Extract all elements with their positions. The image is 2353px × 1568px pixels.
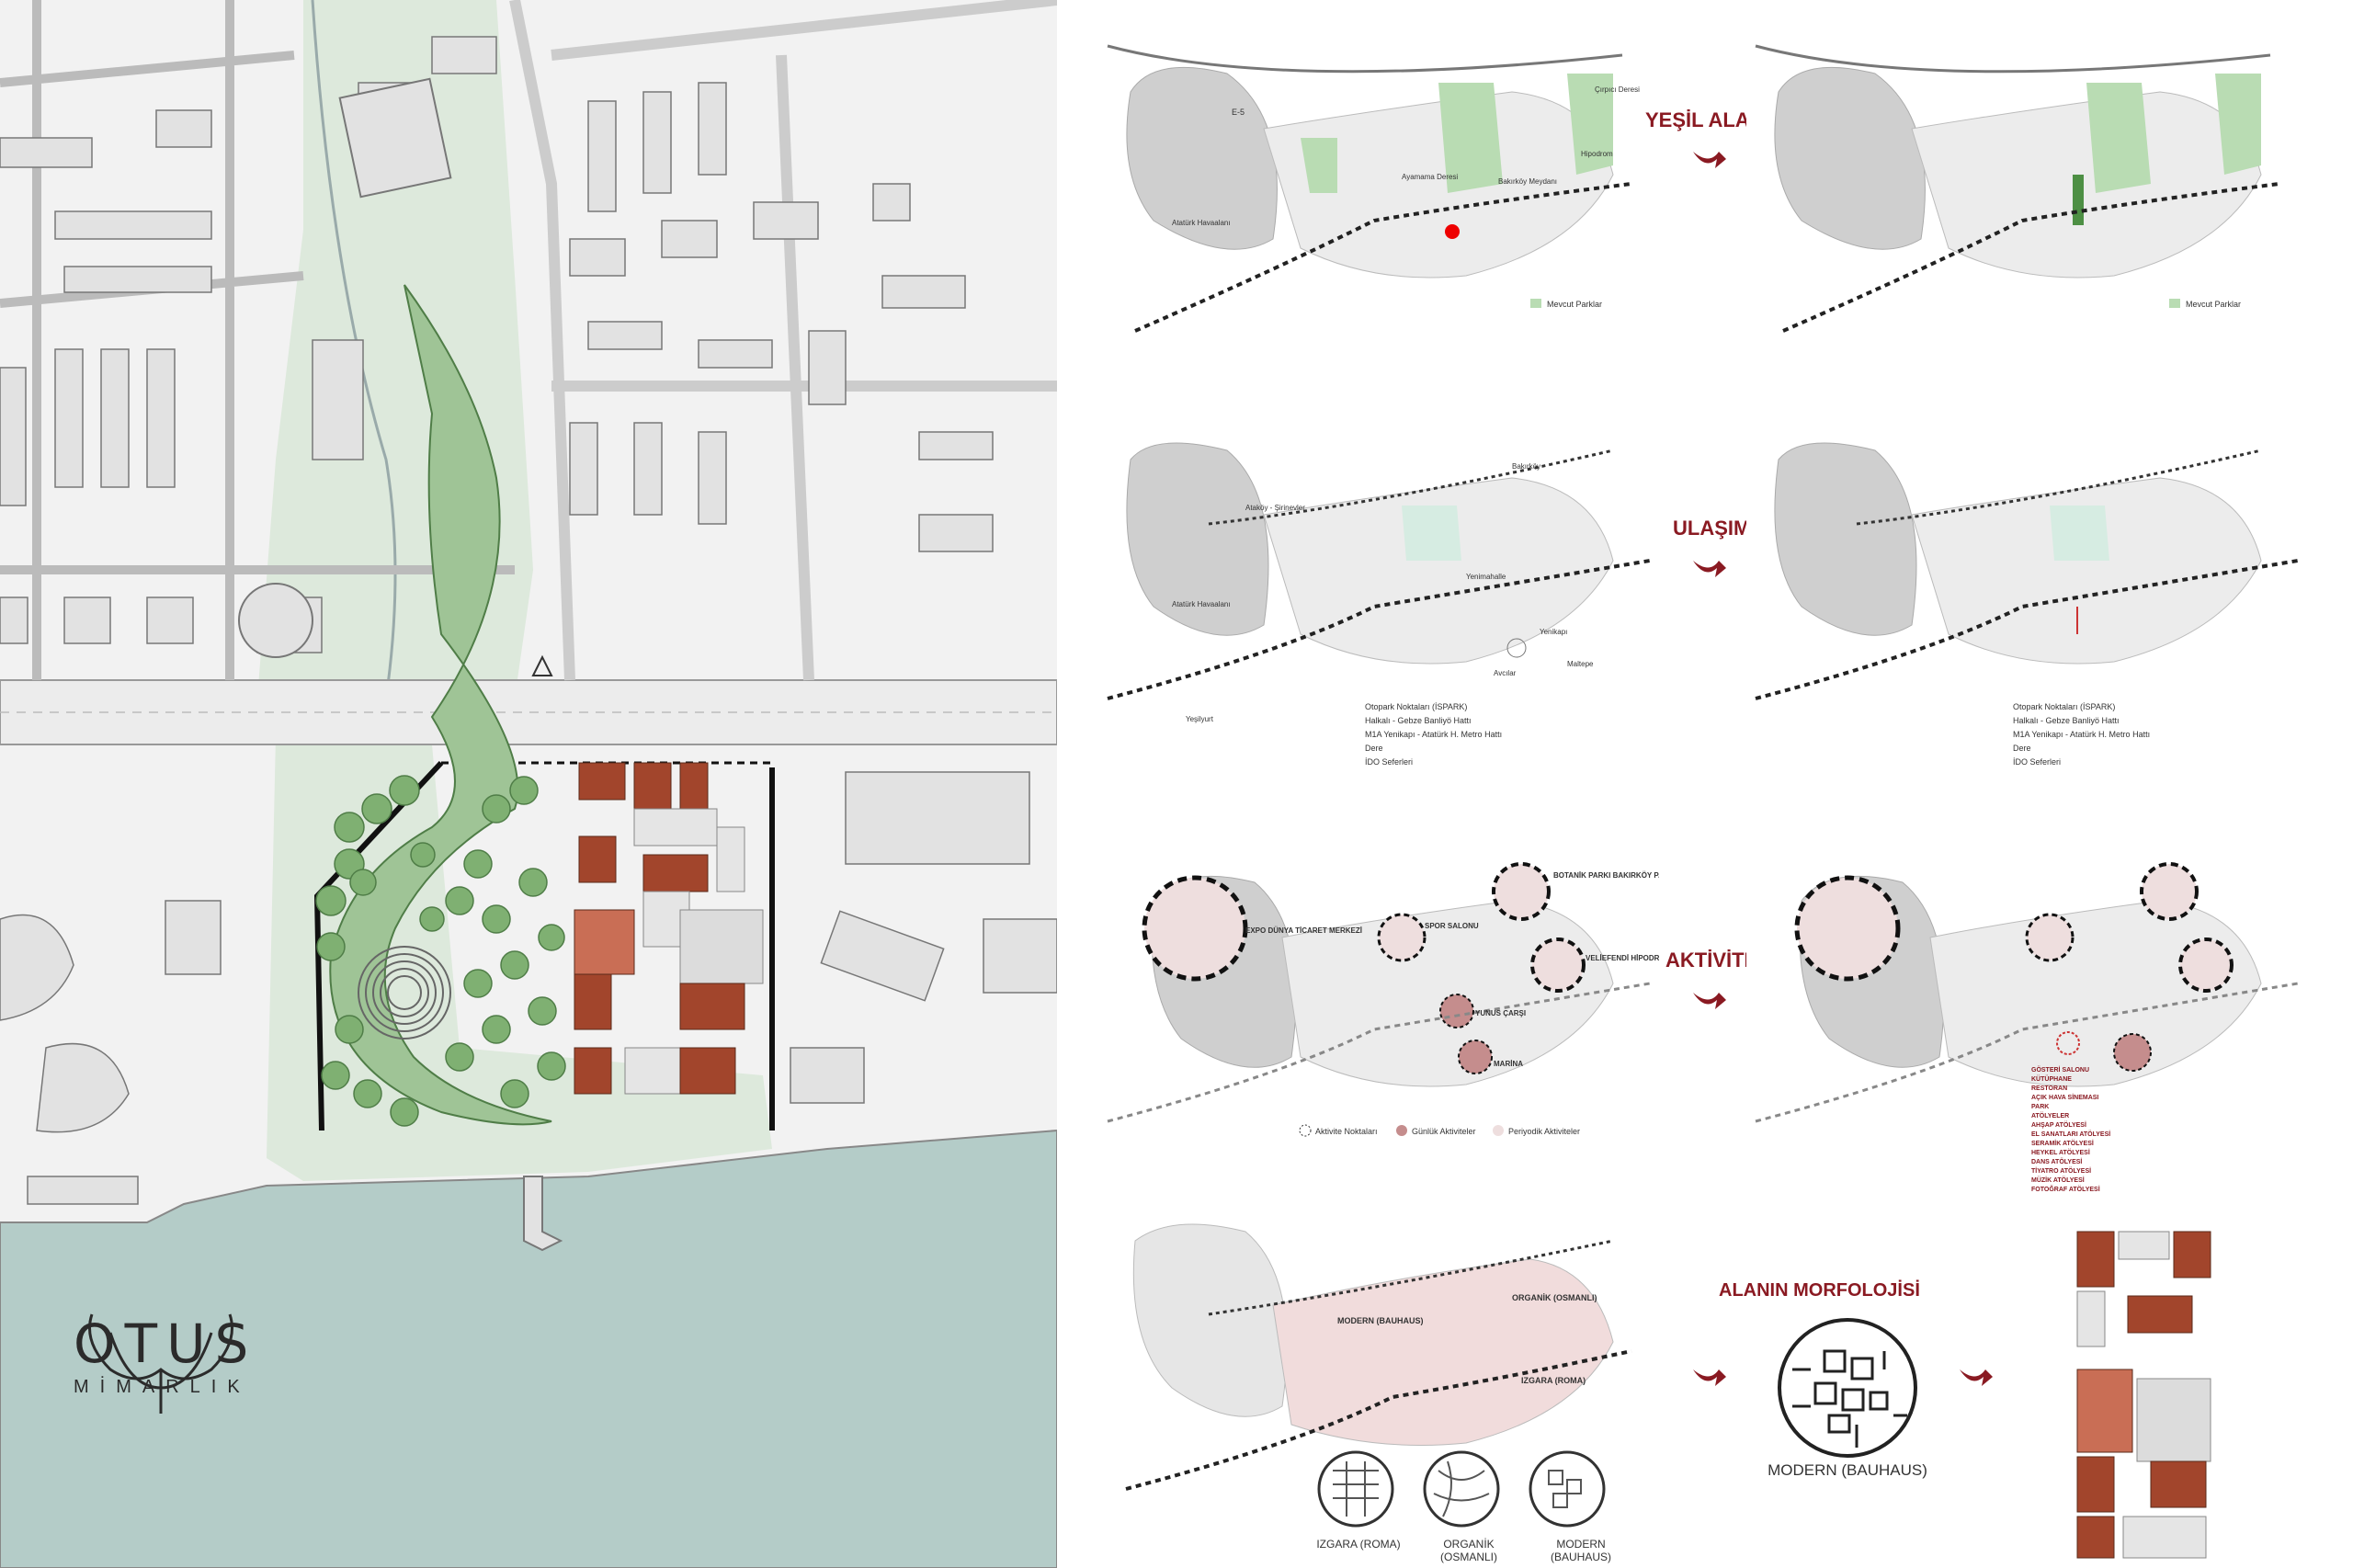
- activity-item: MÜZİK ATÖLYESİ: [2031, 1177, 2085, 1184]
- map-activity-existing: EXPO DÜNYA TİCARET MERKEZİ SPOR SALONU B…: [1098, 846, 1659, 1176]
- heading-activity: AKTİVİTE: [1665, 949, 1758, 971]
- sea: [0, 1129, 1057, 1568]
- legend-transport-3b: Dere: [2013, 744, 2031, 753]
- arrow-right-icon: [1960, 1369, 1993, 1386]
- heading-morphology: ALANIN MORFOLOJİSİ: [1719, 1280, 1920, 1301]
- label-cirpici: Çırpıcı Deresi: [1595, 85, 1640, 94]
- label-airport: Atatürk Havaalanı: [1172, 219, 1231, 227]
- label-yenikapi: Yenikapı: [1540, 628, 1567, 636]
- activity-item: FOTOĞRAF ATÖLYESİ: [2031, 1187, 2100, 1193]
- map-green-proposed: Mevcut Parklar: [1746, 37, 2307, 368]
- activity-item: SERAMİK ATÖLYESİ: [2031, 1141, 2094, 1147]
- activity-item: RESTORAN: [2031, 1085, 2068, 1092]
- activity-item: AHŞAP ATÖLYESİ: [2031, 1122, 2086, 1129]
- otus-logo: OTUS MİMARLIK: [74, 1305, 258, 1414]
- label-marina: MARİNA: [1494, 1060, 1523, 1068]
- site-plan-drawing: [0, 0, 1057, 1568]
- legend-green-text-2: Mevcut Parklar: [2186, 300, 2241, 309]
- label-maltepe: Maltepe: [1567, 660, 1594, 668]
- building-massing-diagram: [2076, 1231, 2211, 1559]
- map-transport-existing: Ataköy - Şirinevler Bakırköy Atatürk Hav…: [1098, 423, 1659, 790]
- label-airport-2: Atatürk Havaalanı: [1172, 600, 1231, 608]
- activity-item: TİYATRO ATÖLYESİ: [2031, 1168, 2092, 1175]
- legend-transport-1b: Halkalı - Gebze Banliyö Hattı: [2013, 716, 2120, 725]
- label-yenimahalle: Yenimahalle: [1466, 573, 1506, 581]
- site-plan: OTUS MİMARLIK: [0, 0, 1057, 1568]
- heading-transport: ULAŞIM: [1673, 517, 1751, 540]
- label-botanik: BOTANİK PARKI BAKIRKÖY PAZARI AVM: [1553, 871, 1659, 880]
- legend-transport-2: M1A Yenikapı - Atatürk H. Metro Hattı: [1365, 730, 1502, 739]
- legend-activity-2: Periyodik Aktiviteler: [1508, 1127, 1580, 1136]
- legend-activity-0: Aktivite Noktaları: [1315, 1127, 1378, 1136]
- trees: [315, 775, 566, 1127]
- label-expo: EXPO DÜNYA TİCARET MERKEZİ: [1245, 926, 1362, 935]
- label-yesilyurt: Yeşilyurt: [1186, 715, 1214, 723]
- label-bakirkoy: Bakırköy: [1512, 462, 1540, 471]
- legend-transport-0: Otopark Noktaları (İSPARK): [1365, 702, 1467, 711]
- map-morphology: MODERN (BAUHAUS) ORGANİK (OSMANLI) IZGAR…: [1117, 1213, 1650, 1553]
- activity-item: HEYKEL ATÖLYESİ: [2031, 1150, 2090, 1156]
- map-transport-proposed: Otopark Noktaları (İSPARK) Halkalı - Geb…: [1746, 423, 2307, 790]
- label-e5: E-5: [1232, 108, 1245, 117]
- legend-transport-1: Halkalı - Gebze Banliyö Hattı: [1365, 716, 1472, 725]
- arrow-right-icon: [1693, 993, 1726, 1009]
- owl-logo-icon: [88, 1313, 233, 1414]
- legend-transport-3: Dere: [1365, 744, 1383, 753]
- building-blocks-left: [0, 109, 364, 653]
- legend-green-text: Mevcut Parklar: [1547, 300, 1602, 309]
- amphitheatre: [358, 946, 451, 1040]
- legend-transport-4: İDO Seferleri: [1365, 757, 1413, 767]
- caption-organik: ORGANİK (OSMANLI): [1439, 1538, 1497, 1563]
- map-green-existing: Mevcut Parklar E-5 Atatürk Havaalanı Aya…: [1098, 37, 1659, 368]
- activity-item: PARK: [2031, 1104, 2050, 1110]
- caption-izgara: IZGARA (ROMA): [1316, 1538, 1401, 1551]
- label-ayamama: Ayamama Deresi: [1402, 173, 1458, 181]
- activity-item: EL SANATLARI ATÖLYESİ: [2031, 1131, 2111, 1138]
- label-bakirkoy-meydani: Bakırköy Meydanı: [1498, 177, 1557, 186]
- label-hipodrom: Hipodrom: [1581, 150, 1613, 158]
- caption-modern: MODERN (BAUHAUS): [1550, 1538, 1611, 1563]
- arrow-right-icon: [1693, 561, 1726, 577]
- legend-activity-1: Günlük Aktiviteler: [1412, 1127, 1476, 1136]
- label-atakoy-sirinevler: Ataköy - Şirinevler: [1245, 504, 1305, 512]
- activity-item: ATÖLYELER: [2031, 1113, 2070, 1119]
- brand-name: OTUS: [74, 1312, 258, 1375]
- label-organik: ORGANİK (OSMANLI): [1512, 1293, 1597, 1302]
- morphology-diagram: [1778, 1318, 1917, 1458]
- label-avcilar: Avcılar: [1494, 669, 1517, 677]
- label-veliefendi: VELİEFENDİ HİPODROMU: [1586, 954, 1659, 962]
- activity-item: KÜTÜPHANE: [2031, 1076, 2072, 1083]
- spiral-walkway: [329, 284, 552, 1126]
- arrow-right-icon: [1693, 152, 1726, 168]
- label-spor: SPOR SALONU: [1425, 922, 1479, 930]
- arrow-right-icon: [1693, 1369, 1726, 1386]
- activity-item: DANS ATÖLYESİ: [2031, 1159, 2083, 1165]
- map-activity-proposed: [1746, 846, 2307, 1176]
- building-complex: [574, 762, 764, 1095]
- label-yunus-carsi: YUNUS ÇARŞI: [1475, 1009, 1526, 1017]
- creek: [311, 0, 397, 699]
- legend-transport-4b: İDO Seferleri: [2013, 757, 2061, 767]
- label-izgara: IZGARA (ROMA): [1521, 1376, 1586, 1385]
- heading-green: YEŞİL ALAN: [1645, 108, 1765, 131]
- legend-transport-0b: Otopark Noktaları (İSPARK): [2013, 702, 2115, 711]
- label-modern: MODERN (BAUHAUS): [1337, 1316, 1424, 1325]
- activity-item: AÇIK HAVA SİNEMASI: [2031, 1095, 2099, 1101]
- legend-transport-2b: M1A Yenikapı - Atatürk H. Metro Hattı: [2013, 730, 2150, 739]
- activity-item: GÖSTERİ SALONU: [2031, 1067, 2090, 1074]
- morphology-caption: MODERN (BAUHAUS): [1768, 1461, 1927, 1479]
- activity-list: GÖSTERİ SALONU KÜTÜPHANE RESTORAN AÇIK H…: [2031, 1066, 2142, 1195]
